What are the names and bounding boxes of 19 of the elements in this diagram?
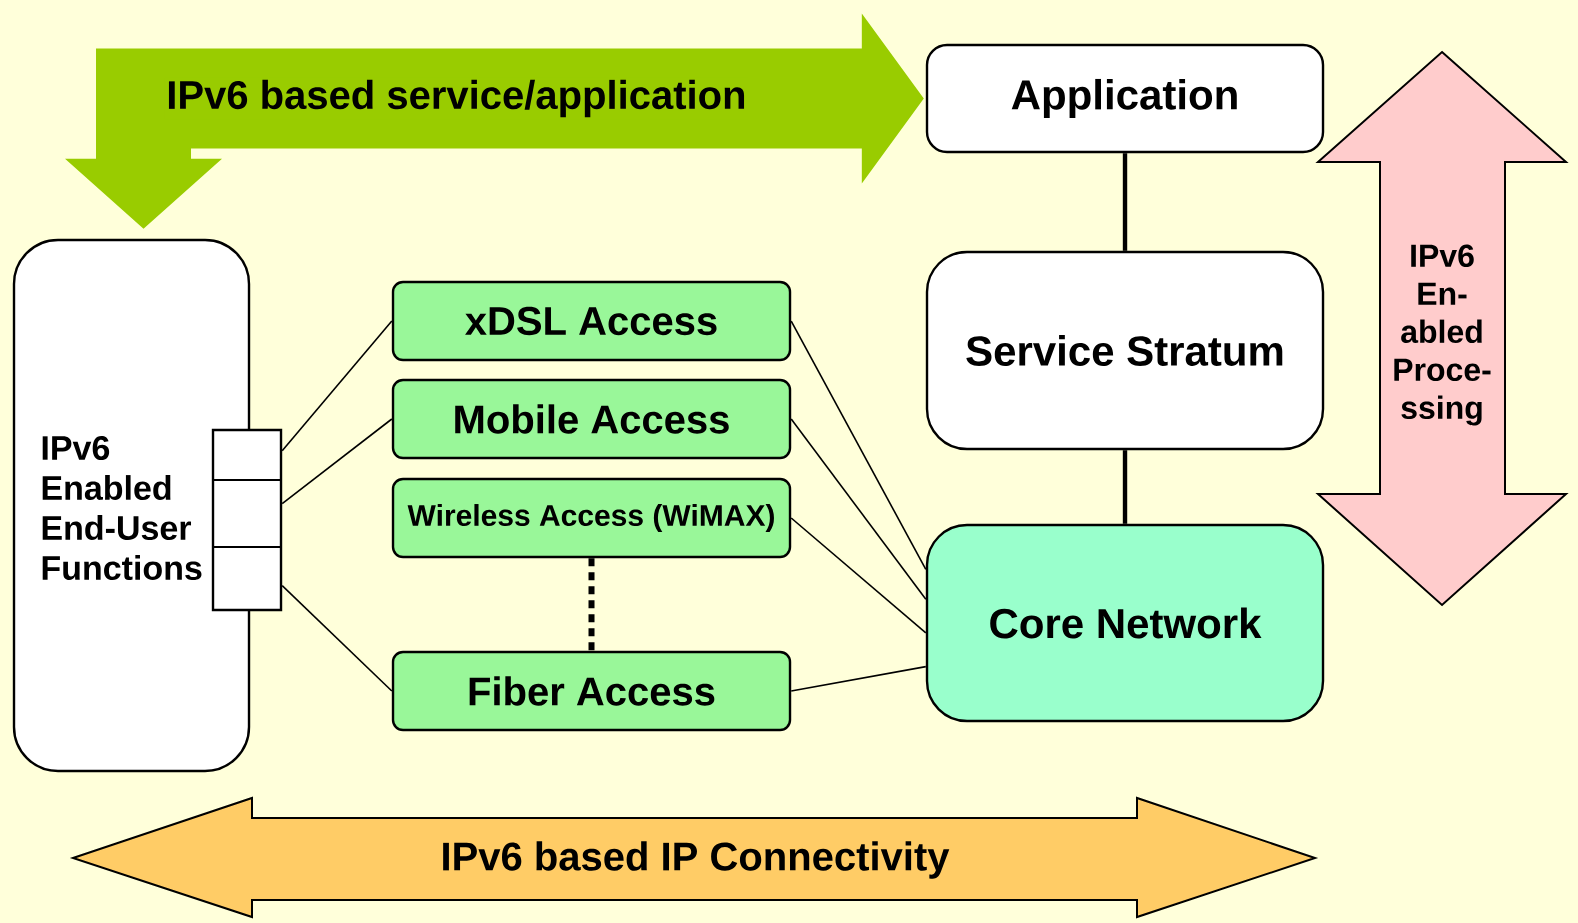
dotted-line [588, 558, 595, 651]
access-box: xDSL Access [391, 280, 792, 362]
connector-line [1122, 153, 1128, 251]
access-box: Mobile Access [391, 378, 792, 460]
connector-line [790, 665, 927, 692]
edge-label: IPv6 based service/application [164, 77, 749, 120]
connector-line [790, 320, 927, 571]
interface-box [211, 428, 283, 612]
access-box: Wireless Access (WiMAX) [391, 477, 792, 559]
connector-line [281, 320, 393, 452]
connector-line [790, 418, 927, 600]
stratum-box: Service Stratum [925, 250, 1325, 451]
access-box: Fiber Access [391, 650, 792, 732]
core-network-box: Core Network [925, 523, 1325, 723]
connector-line [281, 418, 393, 505]
connector-line [281, 584, 393, 692]
application-box: Application [925, 43, 1325, 154]
connector-line [790, 517, 927, 634]
connector-line [1122, 450, 1128, 524]
